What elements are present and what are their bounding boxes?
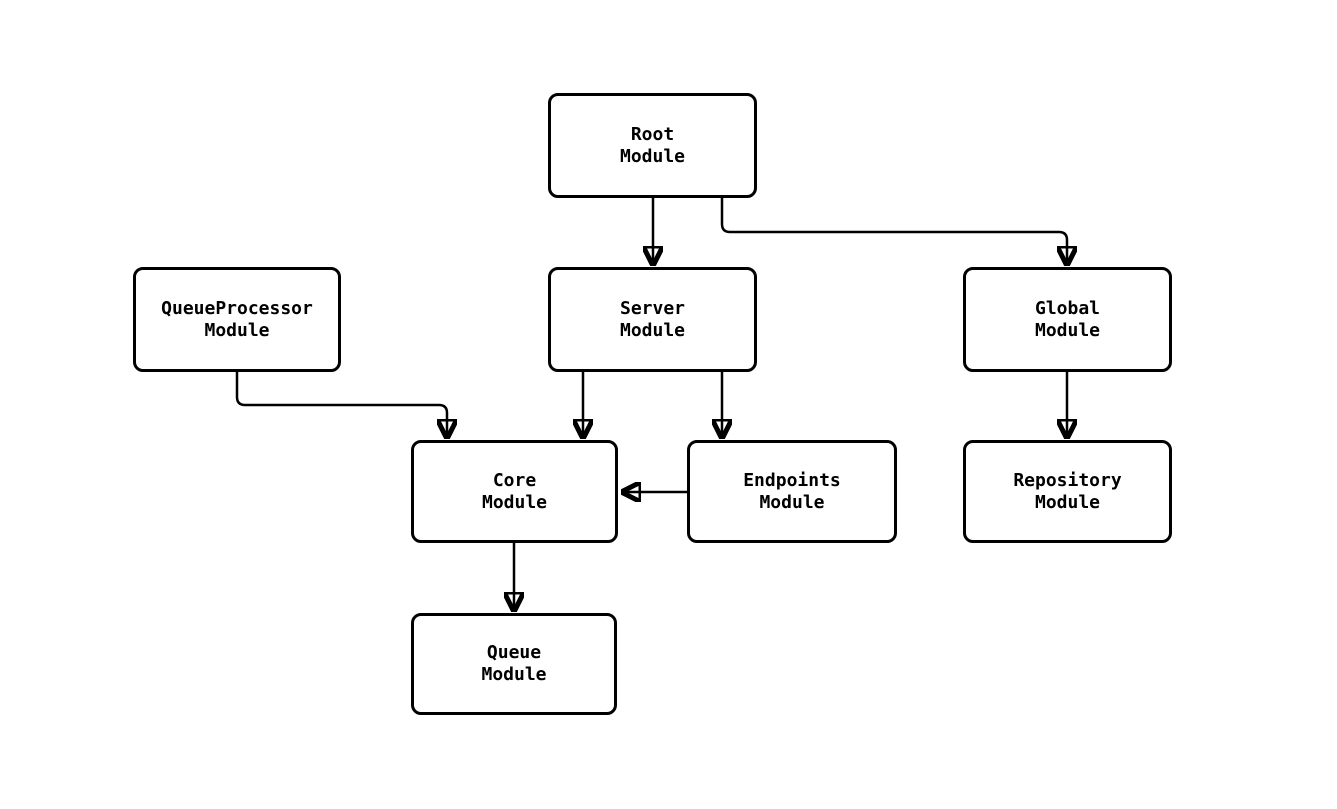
edge-queueprocessor-to-core-arrow — [235, 372, 447, 439]
node-queue-module-label: Queue Module — [481, 642, 547, 685]
node-core-module: Core Module — [411, 440, 618, 543]
node-queueprocessor-module-label: QueueProcessor Module — [161, 297, 313, 341]
node-server-module-label: Server Module — [619, 297, 686, 341]
node-repository-module: Repository Module — [963, 440, 1172, 543]
node-root-module: Root Module — [548, 93, 757, 198]
node-queueprocessor-module: QueueProcessor Module — [133, 267, 341, 372]
node-queue-module: Queue Module — [411, 613, 617, 715]
node-root-module-label: Root Module — [619, 123, 686, 167]
node-global-module: Global Module — [963, 267, 1172, 372]
node-repository-module-label: Repository Module — [1013, 469, 1122, 513]
node-server-module: Server Module — [548, 267, 757, 372]
node-global-module-label: Global Module — [1034, 297, 1101, 341]
node-endpoints-module-label: Endpoints Module — [743, 469, 841, 513]
node-endpoints-module: Endpoints Module — [687, 440, 897, 543]
node-core-module-label: Core Module — [481, 469, 548, 513]
edge-root-to-global-arrow — [720, 197, 1067, 266]
